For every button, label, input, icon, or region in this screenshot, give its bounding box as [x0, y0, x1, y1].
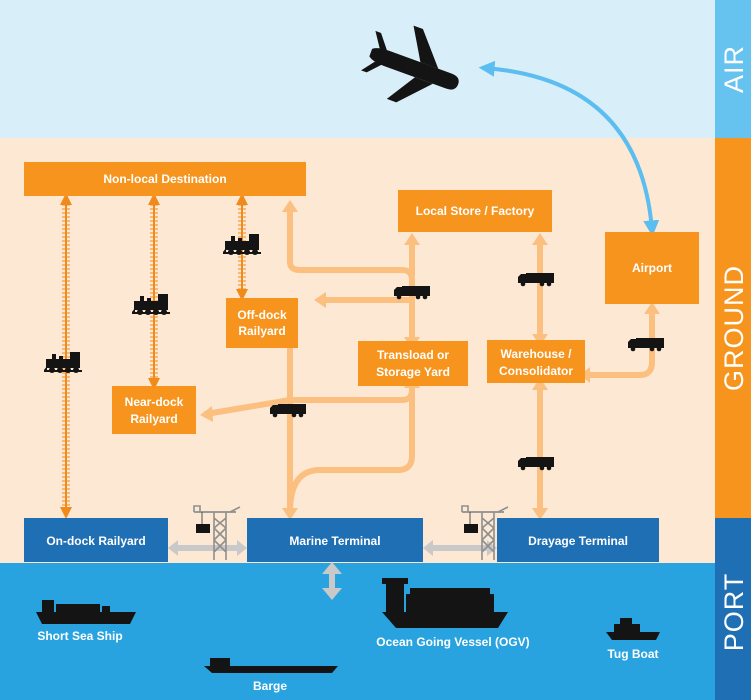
node-warehouse-consolidator: Warehouse / Consolidator — [487, 340, 585, 383]
svg-text:Warehouse /: Warehouse / — [501, 347, 573, 361]
terminal-connectors — [168, 540, 497, 600]
ship-icon — [382, 578, 508, 628]
zone-label-port: PORT — [719, 573, 749, 652]
terminal-drayage: Drayage Terminal — [497, 518, 659, 562]
svg-text:Marine Terminal: Marine Terminal — [289, 534, 380, 548]
node-local-store-factory: Local Store / Factory — [398, 190, 552, 232]
node-near-dock-railyard: Near-dock Railyard — [112, 386, 196, 434]
air-link-arrow — [478, 60, 660, 237]
svg-text:Drayage Terminal: Drayage Terminal — [528, 534, 628, 548]
node-off-dock-railyard: Off-dock Railyard — [226, 298, 298, 348]
svg-text:On-dock Railyard: On-dock Railyard — [46, 534, 145, 548]
svg-text:Transload or: Transload or — [377, 348, 449, 362]
node-non-local-destination: Non-local Destination — [24, 162, 306, 196]
ship-icon — [36, 600, 136, 624]
vessel-label-tug: Tug Boat — [607, 647, 658, 661]
ship-icon — [204, 658, 338, 673]
vessel-label-barge: Barge — [253, 679, 287, 693]
airplane-icon — [361, 25, 459, 103]
svg-text:Railyard: Railyard — [130, 412, 177, 426]
svg-text:Consolidator: Consolidator — [499, 364, 573, 378]
node-transload-storage-yard: Transload or Storage Yard — [358, 341, 468, 386]
road-connections — [200, 200, 660, 520]
terminal-on-dock-railyard: On-dock Railyard — [24, 518, 168, 562]
vessel-label-ogv: Ocean Going Vessel (OGV) — [376, 635, 529, 649]
svg-text:Off-dock: Off-dock — [237, 308, 287, 322]
svg-text:Storage Yard: Storage Yard — [376, 365, 450, 379]
terminal-marine: Marine Terminal — [247, 518, 423, 562]
ship-icon — [606, 618, 660, 640]
svg-text:Near-dock: Near-dock — [125, 395, 184, 409]
svg-text:Railyard: Railyard — [238, 324, 285, 338]
vessel-label-short-sea: Short Sea Ship — [37, 629, 122, 643]
svg-text:Local Store / Factory: Local Store / Factory — [416, 204, 535, 218]
zone-label-air: AIR — [719, 45, 749, 93]
rail-ties — [62, 204, 246, 506]
node-airport: Airport — [605, 232, 699, 304]
port-zone — [0, 563, 715, 700]
svg-text:Airport: Airport — [632, 261, 672, 275]
svg-text:Non-local Destination: Non-local Destination — [103, 172, 226, 186]
zone-label-ground: GROUND — [719, 265, 749, 391]
